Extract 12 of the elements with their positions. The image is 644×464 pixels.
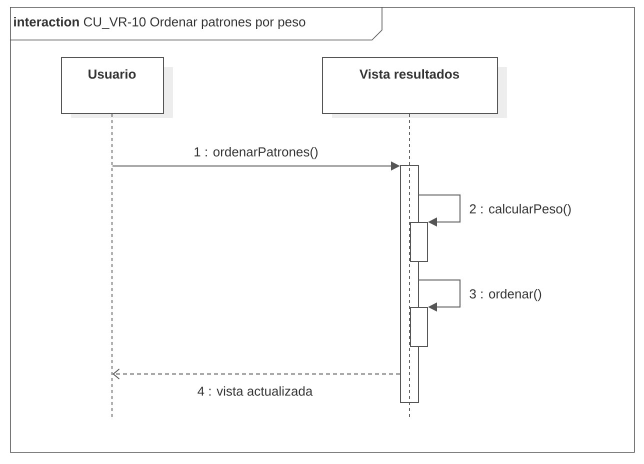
activation-bar: [410, 222, 428, 262]
message-label: 3 : ordenar(): [468, 288, 543, 302]
participant-box: Vista resultados: [322, 57, 507, 118]
frame-title-tab: interaction CU_VR-10 Ordenar patrones por peso: [10, 6, 382, 40]
message-label: 1 : ordenarPatrones(): [192, 146, 320, 160]
message-arrow: [418, 194, 460, 227]
message-arrow: [112, 368, 400, 380]
message-arrow: [418, 280, 460, 312]
message-label: 4 : vista actualizada: [196, 385, 314, 397]
activation-bar: [410, 307, 428, 347]
participant-box: Usuario: [61, 57, 173, 118]
message-label: 2 : calcularPeso(): [468, 202, 573, 218]
